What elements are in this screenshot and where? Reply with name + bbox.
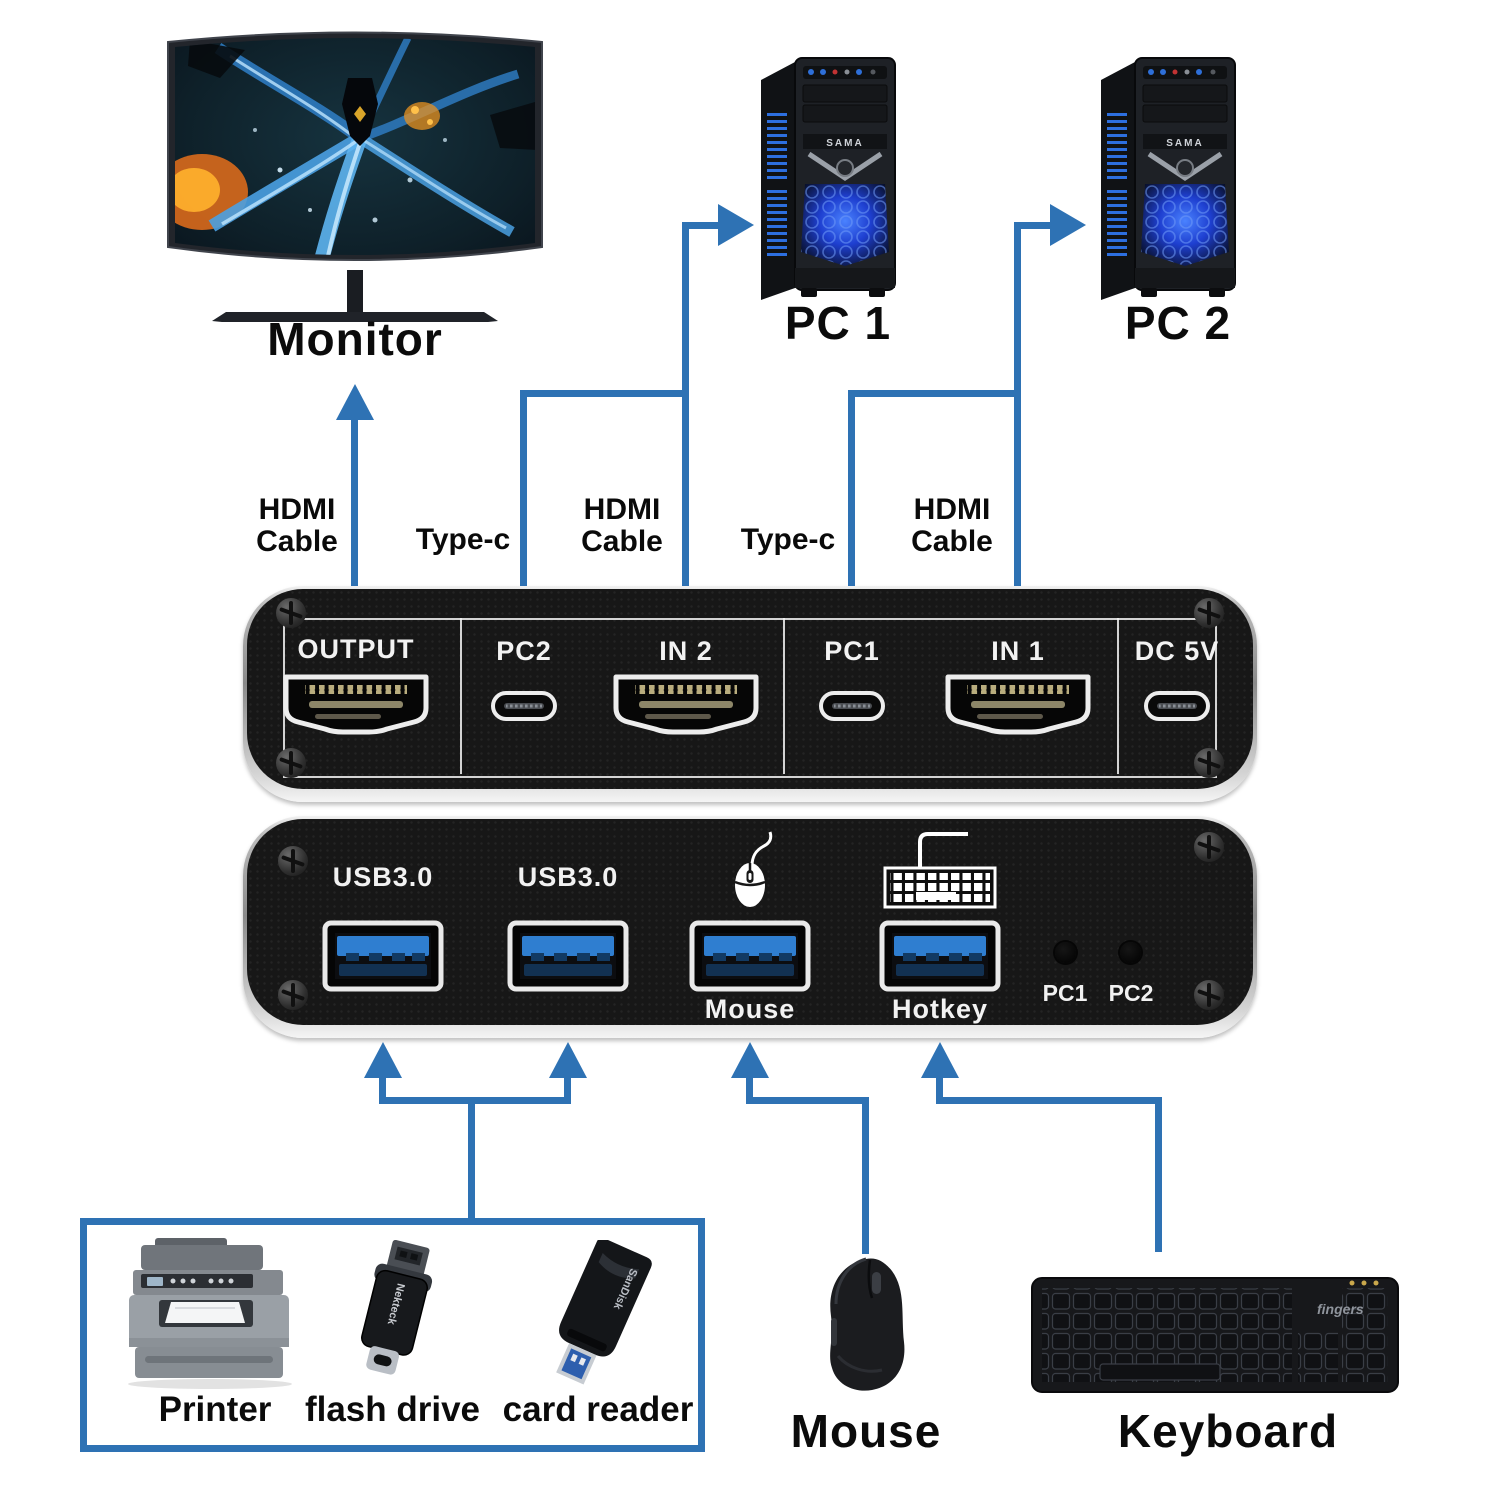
mouse-drop-line: [862, 1097, 869, 1254]
top-panel-divider-1: [460, 618, 462, 774]
pc1-feed-line: [682, 222, 722, 229]
screw-icon: [1194, 832, 1224, 862]
printer-label: Printer: [158, 1390, 272, 1429]
type-c-label-1: Type-c: [415, 523, 511, 556]
peripherals-feed-line: [468, 1097, 475, 1222]
usb-a-port-keyboard: [879, 920, 1001, 992]
usb-a-port-2: [507, 920, 629, 992]
monitor-stand-base: [212, 312, 498, 322]
screw-icon: [276, 598, 306, 628]
pc1-typec-line: [848, 390, 855, 588]
usb-a-port-mouse: [689, 920, 811, 992]
usb-a-port-1: [322, 920, 444, 992]
hotkey-port-label: Hotkey: [891, 994, 989, 1024]
monitor-cable-line: [351, 416, 358, 588]
monitor-label: Monitor: [267, 313, 443, 365]
usb-c-port-dc5v: [1144, 691, 1210, 721]
pc1-typec-port-label: PC1: [824, 636, 880, 666]
arrow-to-pc2-icon: [1050, 204, 1086, 246]
arrow-to-mouse-port-icon: [731, 1042, 769, 1078]
arrow-to-usb2-icon: [549, 1042, 587, 1078]
keyboard-icon: [883, 832, 997, 909]
hotkey-port-line: [936, 1074, 943, 1104]
usb3-label-1: USB3.0: [332, 862, 434, 892]
flash-drive-image: Nekteck: [361, 1240, 433, 1375]
flash-drive-label: flash drive: [304, 1390, 481, 1429]
pc2-select-button: [1120, 942, 1141, 963]
mouse-label: Mouse: [790, 1405, 942, 1457]
keyboard-jog-line: [936, 1097, 1162, 1104]
in1-port-label: IN 1: [991, 636, 1045, 666]
pc1-brand-text: SAMA: [826, 138, 863, 149]
pc2-label: PC 2: [1124, 297, 1232, 349]
printer-image: [128, 1238, 292, 1389]
screw-icon: [1194, 748, 1224, 778]
arrow-to-monitor-icon: [336, 384, 374, 420]
pc2-bracket-line: [848, 390, 1021, 397]
keyboard-drop-line: [1155, 1097, 1162, 1252]
screw-icon: [1194, 598, 1224, 628]
keyboard-brand-text: fingers: [1317, 1301, 1364, 1317]
pc1-label: PC 1: [784, 297, 892, 349]
top-panel-divider-2: [783, 618, 785, 774]
pc2-button-label: PC2: [1108, 980, 1154, 1006]
arrow-to-pc1-icon: [718, 204, 754, 246]
usb3-label-2: USB3.0: [517, 862, 619, 892]
screw-icon: [276, 748, 306, 778]
top-panel-divider-3: [1117, 618, 1119, 774]
monitor-screen-art: [175, 38, 535, 255]
output-port-label: OUTPUT: [297, 634, 415, 664]
screw-icon: [278, 846, 308, 876]
usb1-line: [379, 1074, 386, 1104]
pc1-button-label: PC1: [1042, 980, 1088, 1006]
mouse-image: [830, 1257, 905, 1391]
hdmi-output-port: [283, 674, 429, 735]
pc2-feed-line: [1014, 222, 1054, 229]
arrow-to-hotkey-port-icon: [921, 1042, 959, 1078]
hdmi-in2-port: [613, 674, 759, 735]
arrow-to-usb1-icon: [364, 1042, 402, 1078]
type-c-label-2: Type-c: [740, 523, 836, 556]
hdmi-cable-label-3: HDMI Cable: [911, 493, 993, 559]
dc5v-port-label: DC 5V: [1134, 636, 1220, 666]
monitor-image: [167, 31, 543, 322]
keyboard-label: Keyboard: [1117, 1405, 1339, 1457]
hdmi-in1-port: [945, 674, 1091, 735]
card-reader-image: SanDisk: [556, 1240, 652, 1385]
keyboard-image: fingers: [1031, 1277, 1399, 1393]
in2-hdmi-line: [682, 229, 689, 588]
usb2-line: [564, 1074, 571, 1104]
screw-icon: [1194, 980, 1224, 1010]
usb-bracket-line: [379, 1097, 571, 1104]
usb-c-port-pc1: [819, 691, 885, 721]
hdmi-cable-label-1: HDMI Cable: [256, 493, 338, 559]
card-reader-label: card reader: [502, 1390, 694, 1429]
pc1-select-button: [1055, 942, 1076, 963]
pc2-typec-port-label: PC2: [496, 636, 552, 666]
hdmi-cable-label-2: HDMI Cable: [581, 493, 663, 559]
mouse-port-label: Mouse: [704, 994, 796, 1024]
mouse-jog-line: [746, 1097, 869, 1104]
pc1-bracket-line: [520, 390, 689, 397]
pc1-tower-image: SAMA: [761, 57, 896, 300]
usb-c-port-pc2: [491, 691, 557, 721]
pc2-brand-text: SAMA: [1166, 138, 1203, 149]
pc2-tower-image: SAMA: [1101, 57, 1236, 300]
screw-icon: [278, 980, 308, 1010]
pc2-typec-line: [520, 390, 527, 588]
mouse-port-line: [746, 1074, 753, 1104]
in2-port-label: IN 2: [659, 636, 713, 666]
in1-hdmi-line: [1014, 229, 1021, 588]
monitor-stand-neck: [347, 270, 363, 312]
mouse-icon: [734, 831, 773, 907]
